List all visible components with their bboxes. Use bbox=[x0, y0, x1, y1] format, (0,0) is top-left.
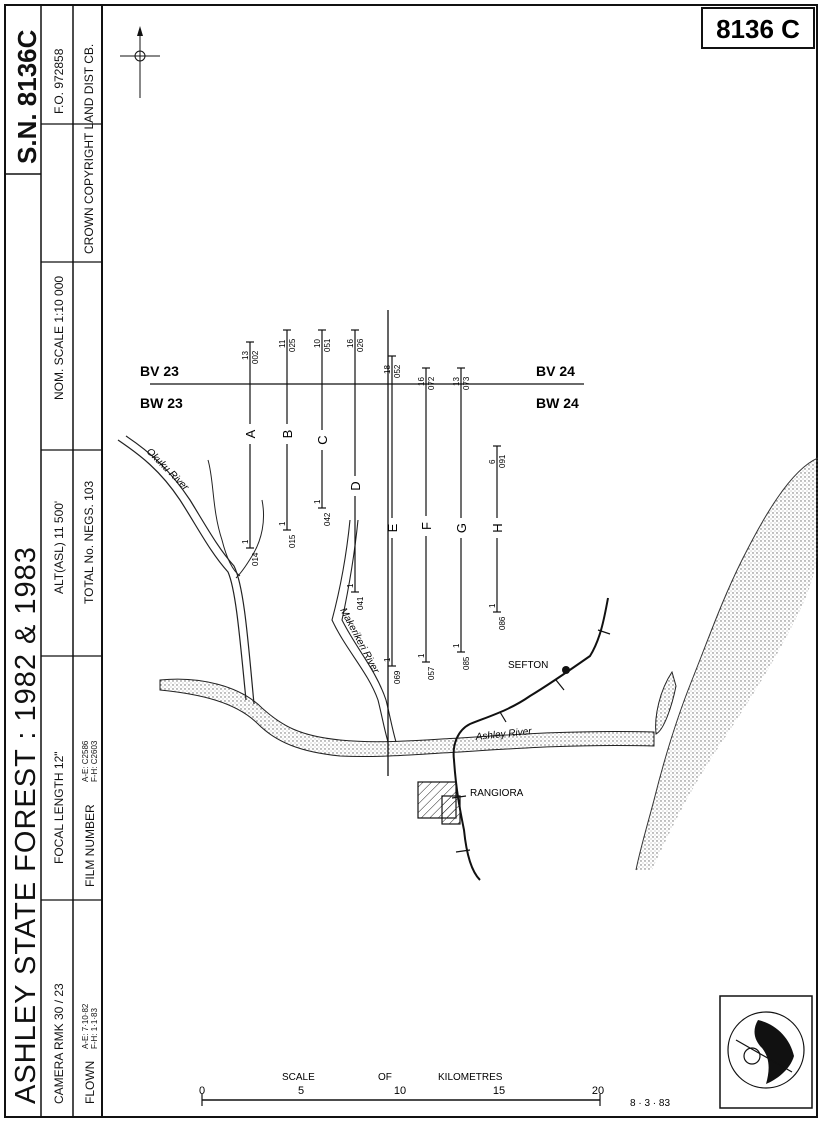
run-top-negative: 051 bbox=[323, 338, 332, 352]
grid-label-bw24: BW 24 bbox=[536, 395, 579, 411]
makerikeri-river bbox=[331, 519, 389, 743]
run-top-count: 13 bbox=[452, 377, 461, 386]
run-top-count: 16 bbox=[346, 339, 355, 348]
railway-ticks bbox=[451, 629, 611, 853]
run-bottom-negative: 014 bbox=[251, 552, 260, 566]
grid-label-bw23: BW 23 bbox=[140, 395, 183, 411]
camera: CAMERA RMK 30 / 23 bbox=[52, 983, 66, 1104]
run-top-count: 10 bbox=[313, 339, 322, 348]
run-letter: E bbox=[385, 523, 400, 532]
run-bottom-negative: 069 bbox=[393, 670, 402, 684]
index-map: 8136 C RANGIORA SEFTON Okuku River Maker… bbox=[117, 7, 818, 1109]
altitude: ALT(ASL) 11 500' bbox=[52, 500, 66, 594]
run-bottom-count: 1 bbox=[417, 653, 426, 658]
run-letter: F bbox=[419, 522, 434, 530]
run-top-count: 6 bbox=[488, 459, 497, 464]
run-letter: C bbox=[315, 435, 330, 444]
run-top-negative: 002 bbox=[251, 350, 260, 364]
run-letter: A bbox=[243, 429, 258, 438]
run-bottom-negative: 057 bbox=[427, 666, 436, 680]
coastline bbox=[635, 457, 818, 871]
film-number-fh: F-H: C2603 bbox=[90, 740, 99, 782]
run-bottom-count: 1 bbox=[313, 499, 322, 504]
run-letter: B bbox=[280, 430, 295, 439]
run-bottom-count: 1 bbox=[278, 521, 287, 526]
run-bottom-count: 1 bbox=[488, 603, 497, 608]
run-letter: H bbox=[490, 523, 505, 532]
sefton-label: SEFTON bbox=[508, 660, 548, 671]
focal-length: FOCAL LENGTH 12" bbox=[52, 751, 66, 864]
flown-ae: A-E: 7·10·82 bbox=[81, 1003, 90, 1049]
scale-bar: SCALE OF KILOMETRES 0 5 10 15 20 bbox=[199, 1072, 604, 1106]
title-block-lines bbox=[4, 4, 103, 1118]
scale-tick-10: 10 bbox=[394, 1085, 406, 1097]
sheet-code: 8136 C bbox=[716, 14, 800, 44]
sheet-code-box bbox=[701, 7, 815, 49]
okuku-river-label: Okuku River bbox=[144, 446, 191, 493]
run-bottom-count: 1 bbox=[383, 657, 392, 662]
run-top-count: 18 bbox=[383, 365, 392, 374]
coastline-sea bbox=[636, 458, 818, 870]
run-bottom-negative: 042 bbox=[323, 512, 332, 526]
total-negatives: TOTAL No. NEGS. 103 bbox=[82, 480, 96, 604]
map-date: 8 · 3 · 83 bbox=[630, 1098, 670, 1109]
flown-fh: F-H: 1·1·83 bbox=[90, 1008, 99, 1049]
run-bottom-negative: 085 bbox=[462, 656, 471, 670]
lagoon bbox=[655, 670, 677, 735]
run-top-negative: 073 bbox=[462, 376, 471, 390]
copyright: CROWN COPYRIGHT LAND DIST CB. bbox=[82, 43, 96, 254]
scale-label-3: KILOMETRES bbox=[438, 1072, 503, 1083]
run-letter: D bbox=[348, 481, 363, 490]
scale-tick-0: 0 bbox=[199, 1085, 205, 1097]
map-frame bbox=[4, 4, 818, 1118]
nominal-scale: NOM. SCALE 1:10 000 bbox=[52, 275, 66, 400]
scale-tick-20: 20 bbox=[592, 1085, 604, 1097]
run-top-negative: 025 bbox=[288, 338, 297, 352]
run-top-negative: 072 bbox=[427, 376, 436, 390]
run-bottom-count: 1 bbox=[346, 583, 355, 588]
scale-label-1: SCALE bbox=[282, 1072, 315, 1083]
rangiora-label: RANGIORA bbox=[470, 788, 524, 799]
grid-label-bv23: BV 23 bbox=[140, 363, 179, 379]
run-top-count: 16 bbox=[417, 377, 426, 386]
sheet-title: ASHLEY STATE FOREST : 1982 & 1983 bbox=[10, 546, 42, 1104]
run-top-count: 11 bbox=[278, 339, 287, 348]
grid-label-bv24: BV 24 bbox=[536, 363, 575, 379]
run-bottom-negative: 015 bbox=[288, 534, 297, 548]
run-top-negative: 026 bbox=[356, 338, 365, 352]
run-bottom-count: 1 bbox=[241, 539, 250, 544]
title-block: S.N. 8136C ASHLEY STATE FOREST : 1982 & … bbox=[4, 4, 104, 1118]
run-top-negative: 052 bbox=[393, 364, 402, 378]
scale-label-2: OF bbox=[378, 1072, 392, 1083]
fo-number: F.O. 972858 bbox=[52, 48, 66, 114]
nz-aerial-mapping-logo bbox=[719, 995, 813, 1109]
run-letter: G bbox=[454, 523, 469, 533]
okuku-river bbox=[117, 439, 247, 701]
flown-label: FLOWN bbox=[83, 1060, 97, 1104]
railway bbox=[452, 597, 609, 881]
run-bottom-negative: 041 bbox=[356, 596, 365, 610]
sefton-point bbox=[562, 666, 570, 674]
run-bottom-count: 1 bbox=[452, 643, 461, 648]
sheet-number: S.N. 8136C bbox=[12, 29, 42, 164]
north-arrow-icon bbox=[120, 26, 160, 98]
run-top-count: 13 bbox=[241, 351, 250, 360]
film-number-ae: A-E: C2586 bbox=[81, 740, 90, 782]
film-number-label: FILM NUMBER bbox=[83, 804, 97, 887]
scale-tick-15: 15 bbox=[493, 1085, 505, 1097]
ashley-river bbox=[159, 678, 655, 758]
run-top-negative: 091 bbox=[498, 454, 507, 468]
run-bottom-negative: 086 bbox=[498, 616, 507, 630]
scale-tick-5: 5 bbox=[298, 1085, 304, 1097]
